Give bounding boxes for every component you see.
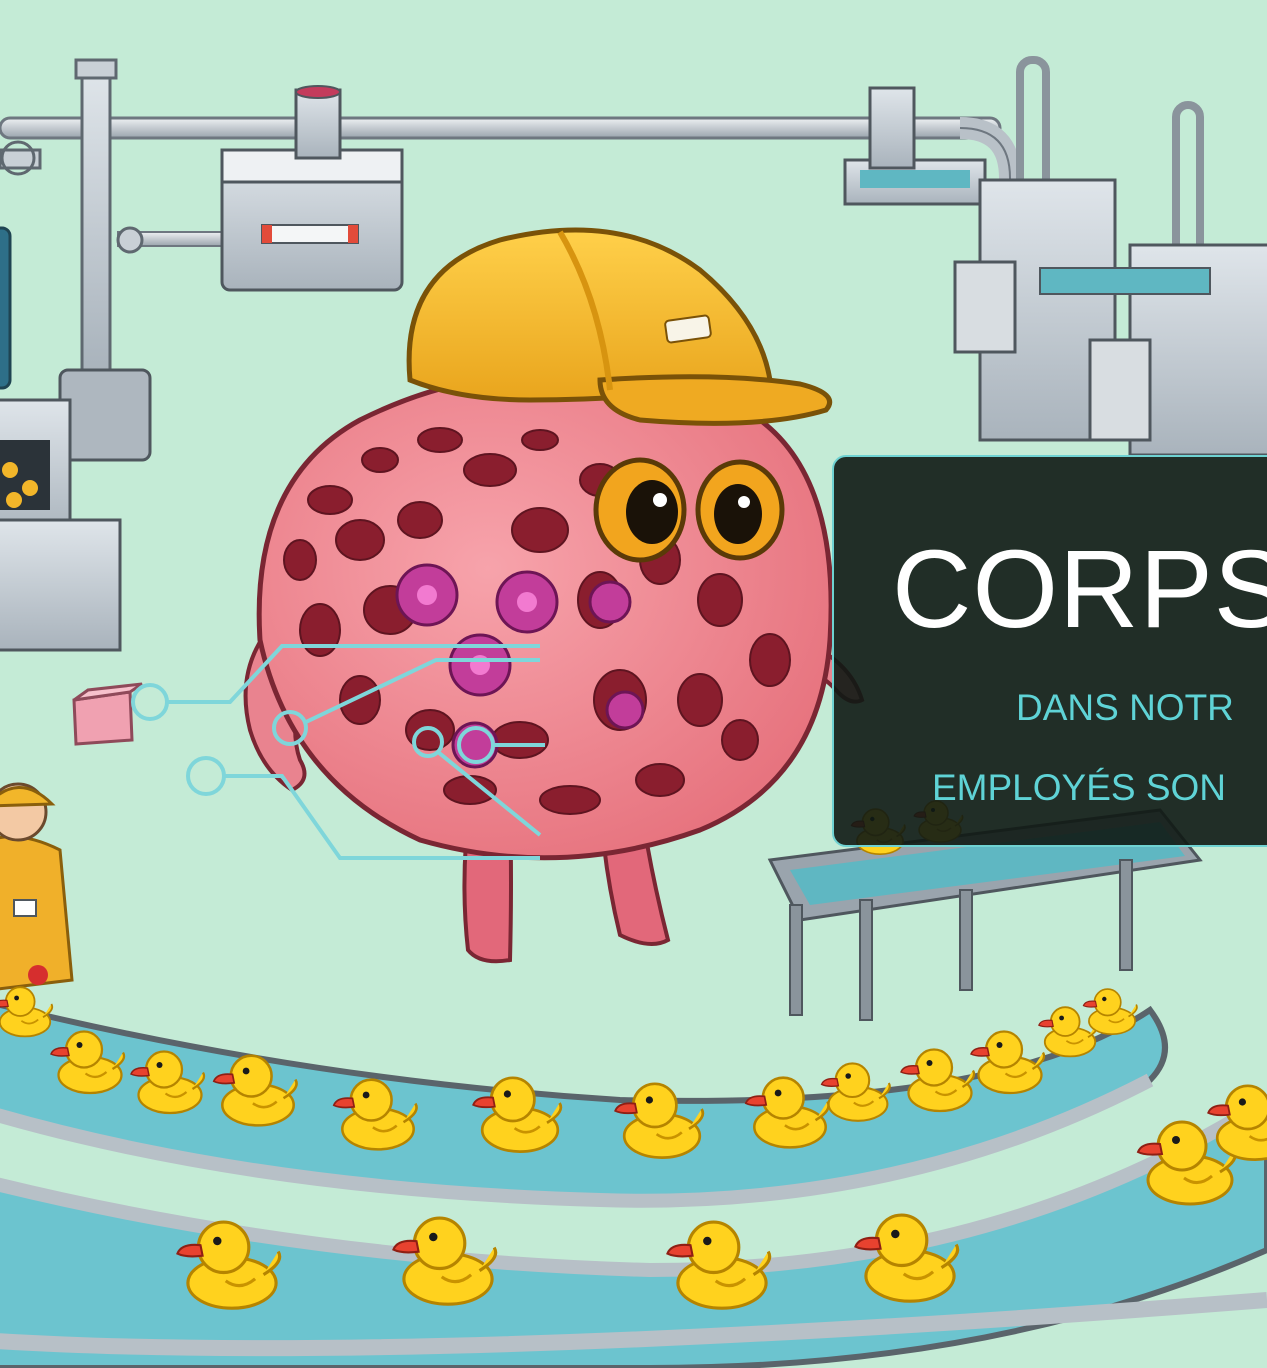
- callout-lines: [131, 644, 545, 860]
- machine-top-left: [220, 85, 404, 292]
- machines-top-right: [843, 86, 1267, 457]
- pink-box: [72, 682, 143, 746]
- sponge-character: [243, 372, 865, 964]
- pipe-network: [0, 56, 1204, 462]
- title-panel: CORPS DANS NOTR EMPLOYÉS SON: [832, 455, 1267, 847]
- machine-left: [0, 226, 122, 652]
- panel-title: CORPS: [892, 528, 1267, 651]
- conveyor-belts: [0, 1001, 1267, 1368]
- panel-subtitle-line-1: DANS NOTR: [1016, 687, 1234, 728]
- hard-hat: [406, 227, 833, 426]
- worker-left: [0, 782, 74, 991]
- panel-subtitle-line-2: EMPLOYÉS SON: [932, 767, 1227, 808]
